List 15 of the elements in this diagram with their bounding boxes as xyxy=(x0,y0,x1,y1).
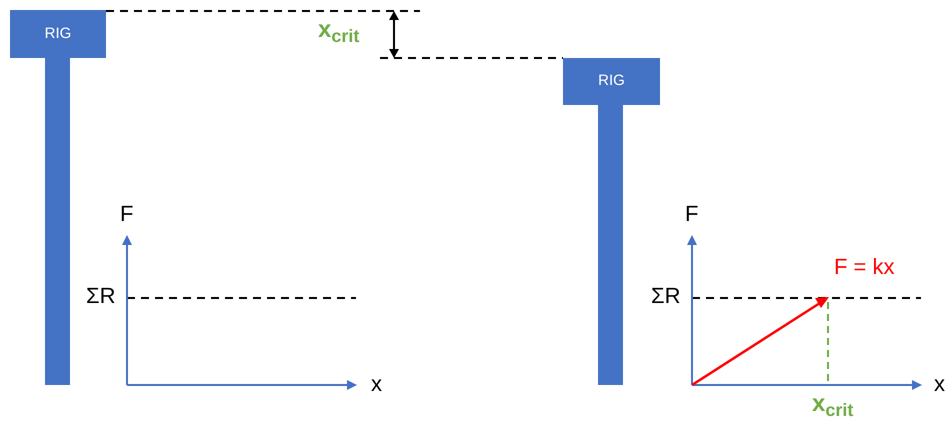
rig-column xyxy=(45,58,70,385)
axis-label: F xyxy=(685,203,698,225)
axis-label: ΣR xyxy=(86,285,116,307)
axis-label: ΣR xyxy=(651,285,680,307)
axis-label: x xyxy=(934,373,945,395)
rig-column xyxy=(598,105,623,385)
dimension-label: x$_{crit}$ xyxy=(812,392,854,416)
rig-label: RIG xyxy=(44,24,72,44)
dimension-label: x$_{crit}$ xyxy=(318,18,360,42)
equation-label: F = kx xyxy=(834,256,895,278)
axis-label: F xyxy=(120,203,134,225)
rig-box xyxy=(563,58,660,105)
axis-label: x xyxy=(371,373,382,395)
rig-label: RIG xyxy=(598,71,625,92)
rig-box xyxy=(10,10,106,58)
